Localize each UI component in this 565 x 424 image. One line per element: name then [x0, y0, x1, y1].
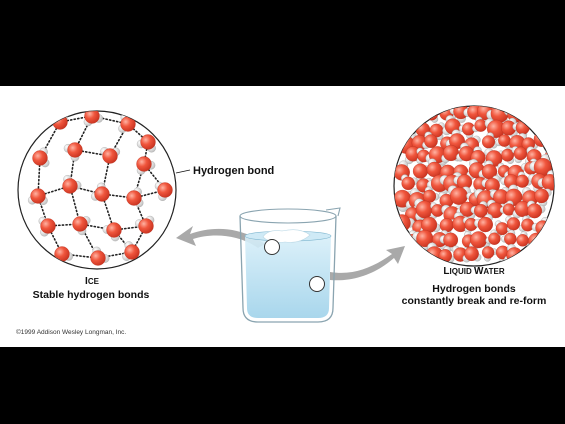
liquid-water-molecule [481, 246, 498, 262]
hydrogen-bond-label: Hydrogen bond [193, 165, 274, 177]
ice-water-molecule [136, 156, 156, 175]
liquid-water-molecule [472, 116, 487, 133]
ice-water-molecule [100, 147, 121, 164]
liquid-water-molecule [401, 174, 418, 191]
liquid-water-molecule [499, 200, 516, 216]
liquid-water-molecule [470, 201, 488, 218]
ice-water-molecule [83, 111, 103, 127]
liquid-water-molecule [438, 246, 455, 263]
beaker [239, 207, 341, 323]
liquid-water-molecule [481, 132, 498, 149]
liquid-water-molecule [429, 122, 446, 141]
liquid-water-molecule [501, 147, 516, 164]
liquid-water-molecule [529, 154, 552, 177]
ice-title: ICE [85, 276, 100, 287]
liquid-water-molecule [458, 122, 476, 139]
ice-subtitle: Stable hydrogen bonds [33, 289, 150, 301]
liquid-zoom-marker [309, 276, 325, 292]
liquid-water-molecule [462, 246, 482, 263]
liquid-water-molecule [534, 188, 552, 207]
top-black-band [0, 0, 565, 86]
ice-water-molecule [136, 134, 156, 153]
liquid-water-molecule [515, 171, 533, 188]
ice-water-molecule [27, 188, 48, 205]
ice-water-molecule [62, 175, 82, 194]
liquid-water-molecule [518, 215, 535, 232]
ice-water-molecule [90, 246, 110, 266]
ice-lattice-circle [17, 110, 177, 270]
ice-water-molecule [91, 182, 110, 202]
ice-water-molecule [118, 113, 136, 133]
liquid-water-circle [393, 105, 555, 267]
ice-zoom-marker [264, 239, 280, 255]
ice-water-molecule [72, 216, 91, 236]
liquid-water-molecule [412, 230, 434, 252]
liquid-water-molecule [511, 146, 528, 164]
liquid-water-molecule [485, 229, 501, 245]
liquid-water-molecule [481, 175, 501, 193]
ice-water-molecule [63, 142, 83, 162]
ice-water-molecule [135, 215, 155, 234]
liquid-water-molecule [439, 232, 459, 251]
liquid-water-molecule [414, 198, 434, 222]
ice-molecules [27, 111, 173, 266]
ice-water-molecule [102, 222, 122, 242]
liquid-subtitle-line2: constantly break and re-form [402, 295, 547, 307]
liquid-water-molecule [422, 131, 438, 149]
beaker-water [245, 236, 331, 318]
arrows [176, 226, 405, 281]
diagram-panel: Hydrogen bond ICE Stable hydrogen bonds [0, 86, 565, 347]
liquid-water-molecule [478, 160, 498, 180]
liquid-water-molecule [456, 142, 475, 162]
ice-water-molecule [154, 181, 173, 201]
ice-water-molecule [38, 216, 56, 237]
liquid-water-molecule [441, 144, 462, 163]
liquid-water-molecule [456, 201, 476, 220]
hydrogen-bond-callout: Hydrogen bond [175, 165, 274, 177]
copyright-notice: ©1999 Addison Wesley Longman, Inc. [16, 328, 126, 336]
water-hydrogen-bond-diagram: Hydrogen bond ICE Stable hydrogen bonds [16, 105, 555, 336]
ice-water-molecule [126, 187, 144, 208]
ice-water-molecule [122, 241, 140, 261]
ice-water-molecule [32, 147, 50, 168]
liquid-water-molecule [447, 185, 471, 205]
bottom-black-band [0, 347, 565, 424]
liquid-water-molecule [501, 229, 517, 246]
liquid-water-molecule [422, 186, 440, 203]
arrow-to-liquid [330, 246, 405, 281]
arrow-to-ice [176, 226, 265, 248]
liquid-subtitle-line1: Hydrogen bonds [432, 283, 516, 295]
liquid-water-molecule [527, 200, 546, 219]
liquid-water-title: LIQUID WATER [443, 266, 504, 277]
liquid-water-molecule [474, 213, 493, 233]
